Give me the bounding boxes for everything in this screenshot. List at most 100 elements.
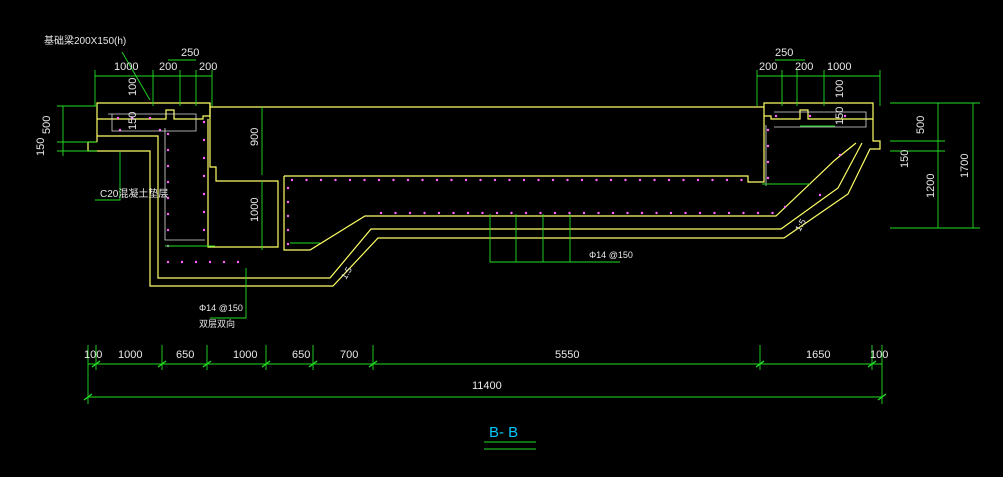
rebar-dot (742, 211, 745, 215)
rebar-dot (334, 178, 337, 182)
rebar-dot (286, 186, 290, 190)
rebar-dot (290, 178, 294, 182)
rebar-dot (166, 228, 170, 232)
rebar-dot (626, 211, 629, 215)
rebar-dot (756, 211, 760, 215)
dim-top-right-1000: 1000 (827, 61, 851, 73)
cushion-note: C20混凝土垫层 (100, 187, 168, 200)
rebar-double-note: 双层双向 (199, 318, 235, 329)
dim-bottom-700: 700 (340, 349, 358, 361)
rebar-dot (696, 178, 700, 182)
rebar-dot (435, 178, 439, 182)
rebar-dot (783, 205, 787, 209)
dim-top-right-200b: 200 (795, 61, 813, 73)
rebar-dot (202, 174, 206, 178)
dim-bottom-650a: 650 (176, 349, 194, 361)
rebar-dot (568, 211, 571, 215)
rebar-dot (838, 153, 842, 157)
section-outline (87, 102, 881, 287)
rebar-dot (698, 211, 702, 215)
top-left-note: 基础梁200X150(h) (44, 34, 126, 47)
rebar-dot (166, 180, 170, 184)
dimension-lines (57, 51, 980, 450)
rebar-dot (638, 178, 642, 182)
rebar-dot (450, 178, 453, 182)
rebar-dot (725, 178, 729, 182)
rebar-dot (286, 242, 290, 246)
rebar-dot (611, 211, 615, 215)
rebar-dot (202, 120, 206, 124)
rebar-dot (766, 160, 770, 164)
dim-right-1200: 1200 (925, 174, 937, 198)
rebar-lines (108, 111, 867, 241)
rebar-dot (551, 178, 555, 182)
rebar-dot (843, 114, 847, 118)
rebar-dot (510, 211, 513, 215)
rebar-dot (624, 178, 627, 182)
rebar-dot (508, 178, 511, 182)
rebar-dot (808, 114, 812, 118)
rebar-dot (774, 114, 778, 118)
dim-inner-900: 900 (249, 128, 261, 146)
rebar-dot (713, 211, 716, 215)
rebar-dot (166, 196, 170, 200)
rebar-dot (609, 178, 613, 182)
rebar-dot (771, 211, 774, 215)
rebar-dot (236, 260, 240, 264)
rebar-dot (166, 132, 170, 136)
rebar-dot (537, 178, 540, 182)
rebar-dot (166, 164, 170, 168)
dim-top-left-150: 150 (127, 112, 139, 130)
rebar-dot (437, 211, 441, 215)
rebar-dot (466, 211, 470, 215)
rebar-dot (727, 211, 731, 215)
rebar-dot (202, 156, 206, 160)
rebar-dot (495, 211, 499, 215)
rebar-dot (202, 228, 206, 232)
rebar-dot (539, 211, 542, 215)
rebar-dot (684, 211, 687, 215)
rebar-dot (711, 178, 714, 182)
rebar-dot (319, 178, 323, 182)
rebar-dot (464, 178, 468, 182)
dim-bottom-1650: 1650 (806, 349, 830, 361)
dim-top-left-1000: 1000 (114, 61, 138, 73)
rebar-dot (194, 260, 198, 264)
rebar-dot (524, 211, 528, 215)
rebar-dot (377, 178, 381, 182)
dim-right-500: 500 (915, 116, 927, 134)
rebar-dots (116, 114, 847, 264)
rebar-dot (580, 178, 584, 182)
rebar-dot (582, 211, 586, 215)
rebar-dot (208, 260, 212, 264)
rebar-dot (166, 148, 170, 152)
dim-top-right-200a: 200 (759, 61, 777, 73)
rebar-dot (595, 178, 598, 182)
rebar-dot (130, 116, 134, 120)
dim-top-left-200b: 200 (199, 61, 217, 73)
dim-bottom-1000b: 1000 (233, 349, 257, 361)
dim-top-left-250: 250 (181, 47, 199, 59)
dim-top-left-100: 100 (127, 78, 139, 96)
rebar-dot (553, 211, 557, 215)
dim-right-150: 150 (899, 150, 911, 168)
dim-left-150: 150 (35, 138, 47, 156)
rebar-dot (669, 211, 673, 215)
rebar-dot (148, 116, 152, 120)
outer-boundary-left-top (96, 102, 211, 142)
rebar-dot (222, 260, 226, 264)
rebar-dot (653, 178, 656, 182)
dim-left-500: 500 (41, 116, 53, 134)
rebar-dot (740, 178, 743, 182)
rebar-dot (180, 260, 184, 264)
dim-bottom-650b: 650 (292, 349, 310, 361)
rebar-dot (392, 178, 395, 182)
dim-top-right-100: 100 (834, 80, 846, 98)
rebar-dot (116, 116, 120, 120)
rebar-note-mid: Φ14 @150 (589, 250, 633, 260)
rebar-dot (493, 178, 497, 182)
rebar-dot (566, 178, 569, 182)
dim-top-right-250: 250 (775, 47, 793, 59)
rebar-dot (286, 228, 290, 232)
